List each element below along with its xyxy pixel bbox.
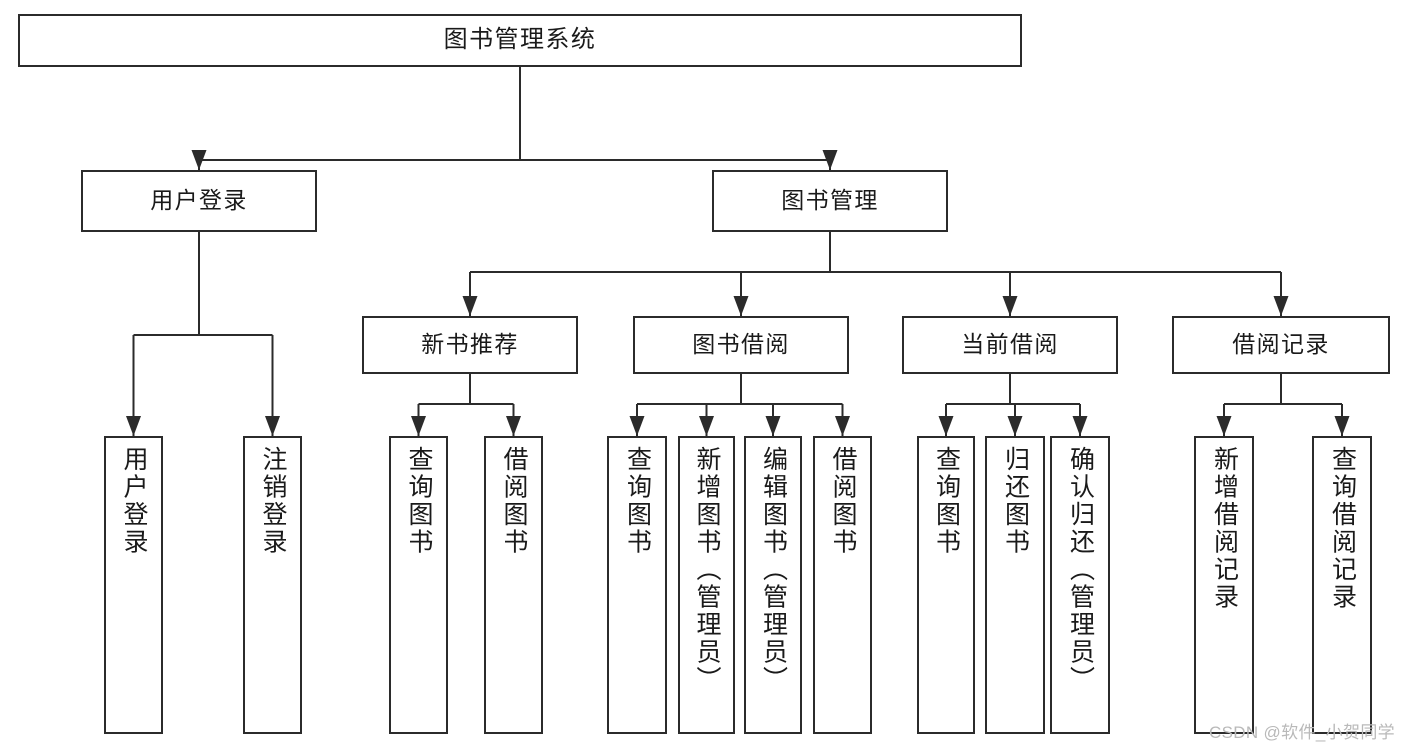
arrowhead-icon [733, 296, 749, 316]
node-label: 确认归还（管理员） [1066, 446, 1095, 694]
node-leaf-cur2[interactable]: 归还图书 [985, 436, 1045, 734]
node-label: 新书推荐 [421, 331, 519, 358]
node-label: 借阅记录 [1232, 331, 1330, 358]
arrowhead-icon [765, 416, 781, 436]
node-label: 查询借阅记录 [1328, 446, 1357, 611]
node-label: 借阅图书 [829, 446, 857, 556]
arrowhead-icon [1334, 416, 1350, 436]
node-bookmgmt[interactable]: 图书管理 [712, 170, 948, 232]
node-leaf-rec1[interactable]: 新增借阅记录 [1194, 436, 1254, 734]
arrowhead-icon [462, 296, 478, 316]
arrowhead-icon [265, 416, 280, 436]
node-label: 编辑图书（管理员） [759, 446, 788, 694]
node-label: 当前借阅 [961, 331, 1059, 358]
node-borrow[interactable]: 图书借阅 [633, 316, 849, 374]
node-label: 注销登录 [259, 446, 287, 556]
node-label: 新增借阅记录 [1210, 446, 1239, 611]
node-leaf-bor3[interactable]: 编辑图书（管理员） [744, 436, 802, 734]
node-label: 图书管理系统 [443, 26, 597, 54]
node-leaf-new2[interactable]: 借阅图书 [484, 436, 543, 734]
arrowhead-icon [938, 416, 954, 436]
node-leaf-new1[interactable]: 查询图书 [389, 436, 448, 734]
arrowhead-icon [1072, 416, 1088, 436]
node-label: 查询图书 [932, 446, 961, 556]
node-label: 图书管理 [781, 187, 879, 214]
arrowhead-icon [629, 416, 645, 436]
node-leaf-rec2[interactable]: 查询借阅记录 [1312, 436, 1372, 734]
arrowhead-icon [1216, 416, 1232, 436]
arrowhead-icon [126, 416, 141, 436]
node-leaf-login2[interactable]: 注销登录 [243, 436, 302, 734]
arrowhead-icon [191, 150, 207, 170]
arrowhead-icon [1002, 296, 1018, 316]
arrowhead-icon [411, 416, 426, 436]
node-leaf-bor4[interactable]: 借阅图书 [813, 436, 872, 734]
node-label: 用户登录 [120, 446, 148, 556]
node-login[interactable]: 用户登录 [81, 170, 317, 232]
node-leaf-cur1[interactable]: 查询图书 [917, 436, 975, 734]
arrowhead-icon [835, 416, 850, 436]
node-label: 新增图书（管理员） [693, 446, 721, 694]
node-label: 图书借阅 [692, 331, 790, 358]
node-leaf-bor1[interactable]: 查询图书 [607, 436, 667, 734]
node-label: 用户登录 [150, 187, 248, 214]
node-current[interactable]: 当前借阅 [902, 316, 1118, 374]
arrowhead-icon [506, 416, 521, 436]
node-records[interactable]: 借阅记录 [1172, 316, 1390, 374]
arrowhead-icon [1273, 296, 1289, 316]
node-label: 归还图书 [1001, 446, 1030, 556]
node-leaf-login1[interactable]: 用户登录 [104, 436, 163, 734]
arrowhead-icon [822, 150, 838, 170]
node-leaf-bor2[interactable]: 新增图书（管理员） [678, 436, 735, 734]
arrowhead-icon [1007, 416, 1023, 436]
node-newbook[interactable]: 新书推荐 [362, 316, 578, 374]
node-label: 查询图书 [623, 446, 652, 556]
arrowhead-icon [699, 416, 714, 436]
node-label: 借阅图书 [500, 446, 528, 556]
node-leaf-cur3[interactable]: 确认归还（管理员） [1050, 436, 1110, 734]
node-root[interactable]: 图书管理系统 [18, 14, 1022, 67]
node-label: 查询图书 [405, 446, 433, 556]
